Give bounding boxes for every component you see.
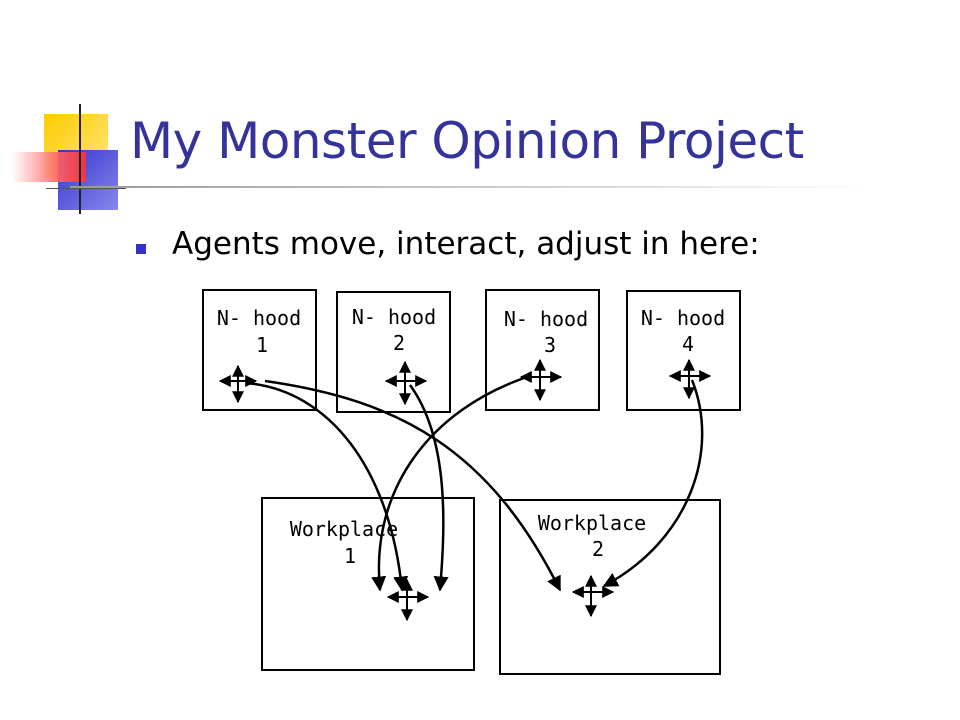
neighborhood-label: N- hood: [352, 305, 436, 329]
arrow-hood4-to-work2: [602, 379, 704, 588]
workplace-number: 2: [592, 537, 604, 561]
deco-red-bar: [12, 152, 86, 182]
move-cross-icon: [218, 364, 258, 404]
deco-horizontal-line: [46, 188, 126, 189]
neighborhood-box-4: N- hood 4: [626, 290, 741, 411]
neighborhood-label: N- hood: [504, 307, 588, 331]
title-divider: [70, 186, 870, 188]
neighborhood-number: 1: [256, 333, 268, 357]
arrow-hood2-to-work1: [408, 384, 449, 592]
arrow-hood1-to-work1: [245, 381, 409, 592]
move-cross-icon: [668, 358, 712, 400]
arrow-hood3-to-work1: [371, 375, 528, 592]
move-cross-icon: [386, 578, 430, 622]
neighborhood-box-2: N- hood 2: [336, 291, 451, 413]
move-cross-icon: [571, 574, 615, 618]
move-cross-icon: [519, 358, 563, 402]
neighborhood-number: 4: [682, 332, 694, 356]
bullet-marker: [136, 244, 146, 254]
workplace-label: Workplace: [538, 511, 646, 535]
neighborhood-number: 2: [393, 331, 405, 355]
workplace-box-1: Workplace 1: [261, 497, 475, 671]
move-cross-icon: [384, 360, 428, 406]
neighborhood-label: N- hood: [641, 306, 725, 330]
arrow-hood1-to-work2: [264, 379, 562, 592]
neighborhood-number: 3: [544, 333, 556, 357]
bullet-text: Agents move, interact, adjust in here:: [172, 226, 760, 262]
workplace-box-2: Workplace 2: [499, 499, 721, 675]
neighborhood-box-1: N- hood 1: [202, 289, 317, 411]
workplace-number: 1: [344, 544, 356, 568]
slide-title: My Monster Opinion Project: [130, 112, 804, 170]
neighborhood-box-3: N- hood 3: [485, 289, 600, 411]
deco-vertical-line: [79, 104, 81, 214]
neighborhood-label: N- hood: [217, 306, 301, 330]
